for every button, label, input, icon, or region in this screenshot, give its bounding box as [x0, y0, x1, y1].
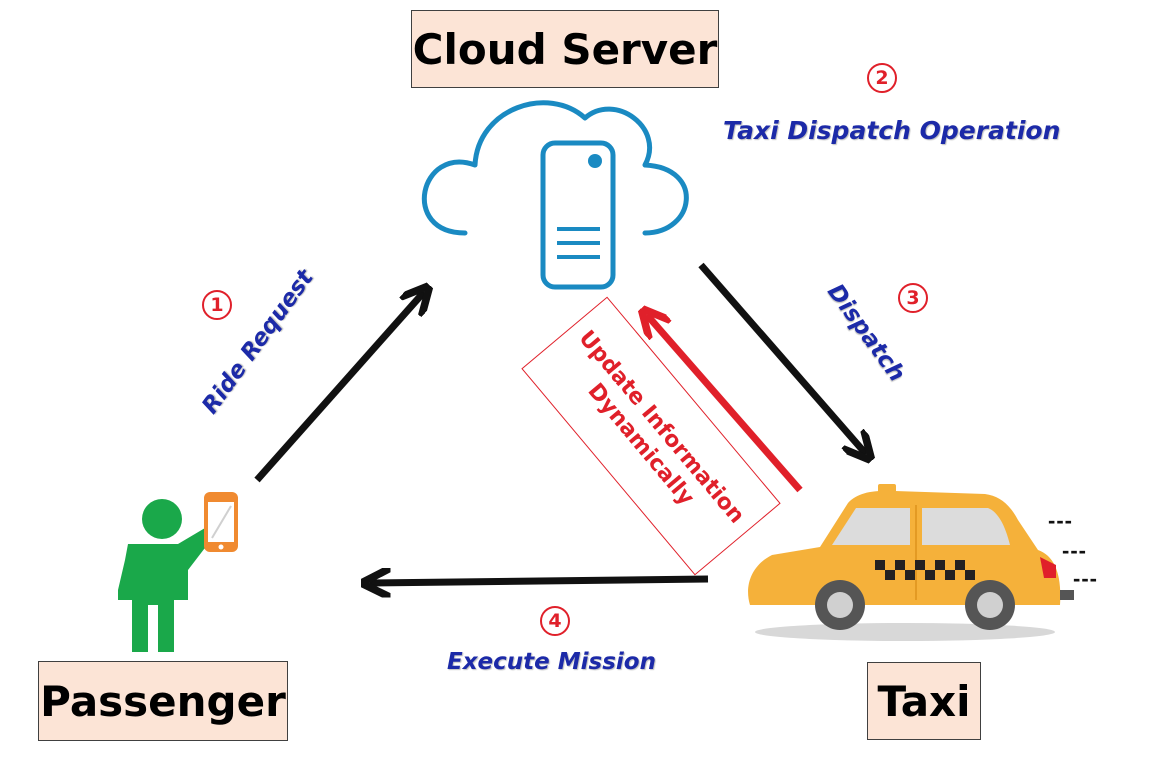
taxi-dispatch-operation-label: Taxi Dispatch Operation — [723, 116, 1061, 145]
motion-line: --- — [1073, 566, 1098, 591]
motion-line: --- — [1062, 538, 1087, 563]
cloud-server-label: Cloud Server — [411, 10, 719, 88]
step-number-4: 4 — [540, 606, 570, 636]
update-information-arrow — [647, 315, 803, 493]
taxi-car-icon — [748, 484, 1074, 641]
dispatch-arrow — [698, 262, 866, 454]
step-number-3: 3 — [898, 283, 928, 313]
step-number-1: 1 — [202, 290, 232, 320]
passenger-label: Passenger — [38, 661, 288, 741]
taxi-label: Taxi — [867, 662, 981, 740]
step-number-2: 2 — [867, 63, 897, 93]
ride-request-arrow — [254, 292, 424, 483]
cloud-server-icon — [421, 100, 689, 290]
execute-mission-arrow — [370, 579, 709, 583]
motion-line: --- — [1048, 508, 1073, 533]
passenger-icon — [118, 499, 211, 652]
execute-mission-label: Execute Mission — [447, 649, 656, 675]
smartphone-icon — [204, 492, 238, 552]
